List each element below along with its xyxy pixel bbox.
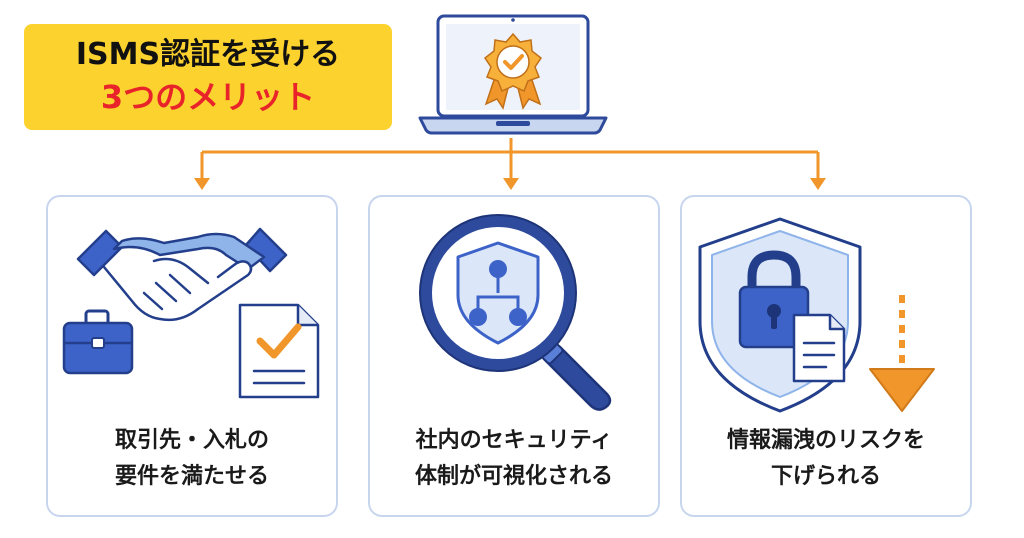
connector-lines [194,138,826,190]
benefit-card-3: 情報漏洩のリスクを 下げられる [680,195,972,517]
laptop-certificate-badge-icon [418,14,608,135]
benefit-card-2-label: 社内のセキュリティ 体制が可視化される [370,423,658,495]
benefit-card-1-line-2: 要件を満たせる [114,464,269,489]
benefit-card-1-line-1: 取引先・入札の [114,428,269,453]
title-box: ISMS認証を受ける 3つのメリット [24,24,392,130]
benefit-card-1: 取引先・入札の 要件を満たせる [46,195,338,517]
benefit-card-1-label: 取引先・入札の 要件を満たせる [48,423,336,495]
benefit-card-3-label: 情報漏洩のリスクを 下げられる [682,423,970,495]
benefit-card-2-line-2: 体制が可視化される [414,464,613,489]
title-line-1: ISMS認証を受ける [75,37,341,72]
benefit-card-2-line-1: 社内のセキュリティ [415,428,613,453]
shield-lock-document-down-arrow-icon [698,217,935,413]
benefit-card-2: 社内のセキュリティ 体制が可視化される [368,195,660,517]
benefit-card-3-line-1: 情報漏洩のリスクを [726,428,925,453]
title-line-2: 3つのメリット [100,78,316,116]
handshake-briefcase-document-icon [62,227,320,399]
benefit-card-3-line-2: 下げられる [770,464,881,489]
magnifier-shield-network-icon [419,214,612,411]
